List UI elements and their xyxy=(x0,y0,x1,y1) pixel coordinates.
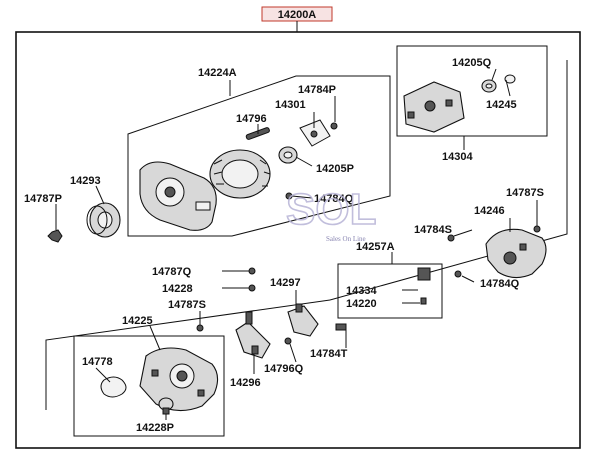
screw-14784S-part xyxy=(447,234,455,242)
label-14224A: 14224A xyxy=(198,67,237,79)
screw-14784Q-right-part xyxy=(454,270,462,278)
brush-holder-part xyxy=(417,267,431,281)
label-14796Q: 14796Q xyxy=(264,363,304,375)
label-14246: 14246 xyxy=(474,205,505,217)
plug-14228P-part xyxy=(158,397,174,415)
screw-14228-part xyxy=(248,284,256,292)
sub-frame-line-left xyxy=(45,299,331,410)
brush-14297-part xyxy=(287,303,319,337)
rectifier-part xyxy=(403,81,465,133)
sub-frame-line-right xyxy=(329,60,568,301)
label-14205Q: 14205Q xyxy=(452,57,492,69)
label-14787S-left: 14787S xyxy=(168,299,206,311)
label-14784T: 14784T xyxy=(310,348,348,360)
leader-lines xyxy=(55,68,538,420)
nut-14787S-right-part xyxy=(533,225,541,233)
rear-frame-group-box xyxy=(127,75,391,237)
label-14778: 14778 xyxy=(82,356,113,368)
stator-coil-part xyxy=(209,149,271,199)
label-14301: 14301 xyxy=(275,99,306,111)
part-number-labels: 14224A 14784P 14301 14796 14205P 14784Q … xyxy=(24,57,544,434)
spring-14220-part xyxy=(420,297,427,305)
label-14257A: 14257A xyxy=(356,241,395,253)
label-14784Q-right: 14784Q xyxy=(480,278,520,290)
outer-frame xyxy=(15,31,581,449)
label-14293: 14293 xyxy=(70,175,101,187)
screw-14784P-part xyxy=(330,122,338,130)
front-frame-group-box xyxy=(73,335,225,437)
screw-14787Q-part xyxy=(248,267,256,275)
label-14228P: 14228P xyxy=(136,422,174,434)
label-14787P: 14787P xyxy=(24,193,62,205)
brush-holder-group-box xyxy=(337,263,443,319)
assembly-label: 14200A xyxy=(261,6,333,32)
gasket-part xyxy=(100,376,127,398)
label-14220: 14220 xyxy=(346,298,377,310)
label-14304: 14304 xyxy=(442,151,473,163)
label-14784Q-top: 14784Q xyxy=(314,193,354,205)
label-14297: 14297 xyxy=(270,277,301,289)
svg-text:14200A: 14200A xyxy=(278,9,317,21)
label-14784P: 14784P xyxy=(298,84,336,96)
label-14205P: 14205P xyxy=(316,163,354,175)
label-14334: 14334 xyxy=(346,285,377,297)
label-14228: 14228 xyxy=(162,283,193,295)
watermark-tagline: Sales On Line xyxy=(326,235,366,243)
label-14245: 14245 xyxy=(486,99,517,111)
label-14796: 14796 xyxy=(236,113,267,125)
regulator-14296-part xyxy=(235,311,271,359)
bearing-14205P-part xyxy=(278,146,298,164)
terminal-14784T-part xyxy=(335,323,347,331)
washer-part xyxy=(504,74,516,84)
label-14787Q: 14787Q xyxy=(152,266,192,278)
nut-14787S-left-part xyxy=(196,324,204,332)
screw-14796Q-part xyxy=(284,337,292,345)
bearing-14205Q-part xyxy=(481,79,497,93)
rear-bracket-part xyxy=(139,161,217,231)
watermark: SOL Sales On Line xyxy=(285,184,377,243)
front-bracket-part xyxy=(139,347,219,412)
pulley-part xyxy=(86,202,121,238)
nut-14787P-part xyxy=(47,229,63,243)
label-14784S: 14784S xyxy=(414,224,452,236)
cover-14246-part xyxy=(485,228,547,279)
plate-part xyxy=(299,119,331,147)
label-14787S-right: 14787S xyxy=(506,187,544,199)
label-14296: 14296 xyxy=(230,377,261,389)
watermark-logo: SOL xyxy=(286,185,376,234)
rectifier-group-box xyxy=(396,45,548,137)
label-14225: 14225 xyxy=(122,315,153,327)
